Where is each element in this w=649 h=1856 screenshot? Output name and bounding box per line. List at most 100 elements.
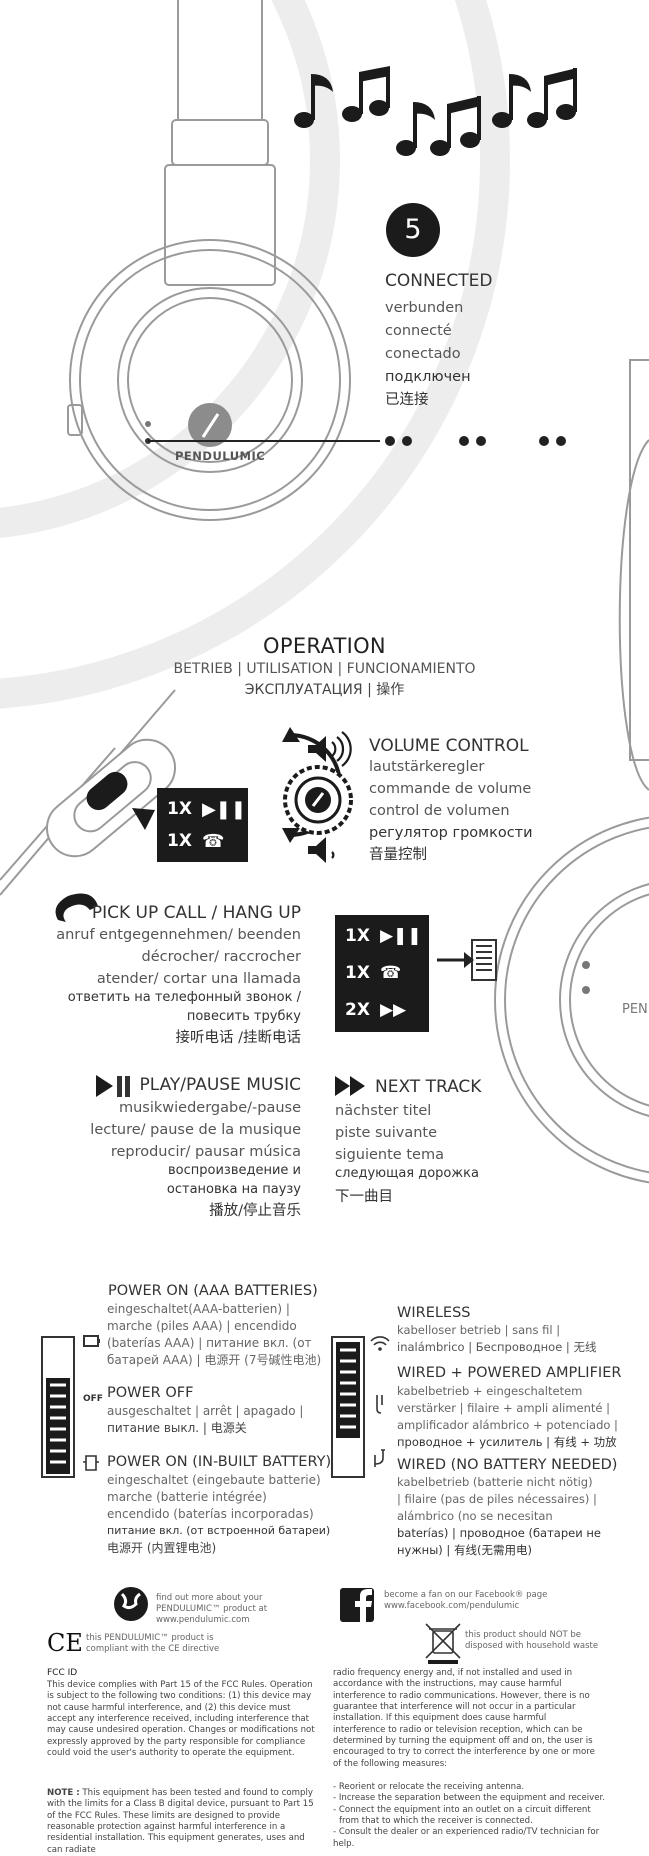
music-notes-icon <box>294 66 577 156</box>
off-label: OFF <box>83 1394 103 1404</box>
power-on-builtin-line-2: marche (batterie intégrée) <box>107 1490 267 1504</box>
next-translation-zh: 下一曲目 <box>335 1189 393 1205</box>
volume-translation-de: lautstärkeregler <box>369 759 485 775</box>
pickup-title: PICK UP CALL / HANG UP <box>91 903 301 923</box>
step-translation-ru: подключен <box>385 369 471 385</box>
power-on-aaa-line-1: eingeschaltet(AAA-batterien) | <box>107 1302 290 1316</box>
fcc-measure-4: from that to which the receiver is conne… <box>339 1816 533 1827</box>
play-title: PLAY/PAUSE MUSIC <box>139 1075 302 1095</box>
fcc-right-paragraph: radio frequency energy and, if not insta… <box>333 1668 595 1769</box>
website-text: find out more about your PENDULUMIC™ pro… <box>156 1593 268 1626</box>
wired-nobattery-line-5: нужны) | 有线(无需用电) <box>397 1543 532 1557</box>
volume-translation-es: control de volumen <box>369 803 510 819</box>
power-off-line-2: питание выкл. | 电源关 <box>107 1421 247 1435</box>
step-translation-fr: connecté <box>385 323 452 339</box>
button-row2-count: 1X <box>345 963 370 983</box>
step-title: CONNECTED <box>385 271 493 291</box>
wifi-icon <box>370 1336 390 1346</box>
play-translation-6: 播放/停止音乐 <box>209 1203 301 1219</box>
power-on-builtin-line-1: eingeschaltet (eingebaute batterie) <box>107 1473 321 1487</box>
next-title: NEXT TRACK <box>375 1077 482 1097</box>
handset-icon <box>55 893 98 922</box>
power-on-builtin-line-5: 电源开 (内置锂电池) <box>107 1541 217 1555</box>
fcc-measure-2: - Increase the separation between the eq… <box>333 1793 605 1804</box>
wired-amp-line-3: amplificador alámbrico + potenciado | <box>397 1418 618 1432</box>
globe-icon <box>114 1587 148 1621</box>
power-on-builtin-line-4: питание вкл. (от встроенной батареи) <box>107 1524 331 1537</box>
power-on-aaa-title: POWER ON (AAA BATTERIES) <box>108 1283 318 1299</box>
wired-nobattery-line-3: alámbrico (no se necesitan <box>397 1509 553 1523</box>
wired-amp-line-4: проводное + усилитель | 有线 + 功放 <box>397 1435 617 1449</box>
wired-nobattery-title: WIRED (NO BATTERY NEEDED) <box>397 1457 618 1473</box>
pickup-translation-1: anruf entgegennehmen/ beenden <box>56 927 301 943</box>
fcc-note-label: NOTE : <box>47 1788 80 1798</box>
brand-logo-text-partial: PEN <box>622 1002 648 1017</box>
pickup-translation-3: atender/ cortar una llamada <box>96 971 301 987</box>
fcc-paragraph-1: This device complies with Part 15 of the… <box>47 1680 315 1759</box>
fcc-measure-3: - Connect the equipment into an outlet o… <box>333 1804 591 1815</box>
step-translation-de: verbunden <box>385 300 464 316</box>
fast-forward-icon: ▶▶ <box>379 1000 407 1020</box>
operation-title: OPERATION <box>263 634 386 658</box>
play-translation-3: reproducir/ pausar música <box>110 1144 301 1160</box>
button-action-box: 1X ▶❚❚ 1X ☎ 2X ▶▶ <box>335 915 429 1032</box>
facebook-text: become a fan on our Facebook® page www.f… <box>384 1590 548 1612</box>
power-on-builtin-title: POWER ON (IN-BUILT BATTERY) <box>107 1454 332 1470</box>
volume-title: VOLUME CONTROL <box>369 736 529 756</box>
remote-row2-count: 1X <box>167 831 192 851</box>
fcc-note: NOTE : This equipment has been tested an… <box>47 1788 315 1856</box>
waste-text: this product should NOT be disposed with… <box>465 1630 599 1652</box>
remote-action-box: 1X ▶❚❚ 1X ☎ <box>157 788 248 862</box>
fcc-note-text: This equipment has been tested and found… <box>47 1788 314 1855</box>
step-translation-zh: 已连接 <box>385 392 429 408</box>
handset-icon: ☎ <box>201 830 225 852</box>
play-translation-1: musikwiedergabe/-pause <box>118 1100 301 1116</box>
button-row1-count: 1X <box>345 926 370 946</box>
play-pause-icon: ▶❚❚ <box>201 798 246 820</box>
play-translation-5: остановка на паузу <box>166 1182 301 1197</box>
wireless-title: WIRELESS <box>397 1305 471 1321</box>
fcc-measure-1: - Reorient or relocate the receiving ant… <box>333 1782 525 1792</box>
waste-bin-icon <box>425 1623 461 1659</box>
remote-row1-count: 1X <box>167 799 192 819</box>
ce-mark: CE <box>47 1629 83 1657</box>
fcc-measures: - Reorient or relocate the receiving ant… <box>333 1782 618 1850</box>
power-on-builtin-line-3: encendido (baterías incorporadas) <box>107 1507 314 1521</box>
wired-amp-line-2: verstärker | filaire + ampli alimenté | <box>397 1401 611 1415</box>
step-number: 5 <box>404 214 422 245</box>
volume-translation-zh: 音量控制 <box>369 847 427 863</box>
pickup-translation-6: 接听电话 /挂断电话 <box>175 1030 302 1046</box>
wireless-line-1: kabelloser betrieb | sans fil | <box>397 1323 561 1337</box>
power-off-line-1: ausgeschaltet | arrêt | apagado | <box>107 1404 304 1418</box>
pickup-translation-2: décrocher/ raccrocher <box>141 949 302 965</box>
fcc-title: FCC ID <box>47 1668 78 1678</box>
wireless-line-2: inalámbrico | Беспроводное | 无线 <box>397 1340 597 1354</box>
power-on-aaa-line-4: батарей AAA) | 电源开 (7号碱性电池) <box>107 1353 322 1367</box>
handset-icon: ☎ <box>379 963 402 983</box>
fcc-measure-5: - Consult the dealer or an experienced r… <box>333 1827 600 1849</box>
next-translation-fr: piste suivante <box>335 1125 438 1141</box>
play-translation-4: воспроизведение и <box>167 1163 301 1178</box>
next-translation-de: nächster titel <box>335 1103 432 1119</box>
power-on-aaa-line-3: (baterías AAA) | питание вкл. (от <box>107 1336 312 1350</box>
button-row3-count: 2X <box>345 1000 370 1020</box>
brand-logo-text: PENDULUMIC <box>175 449 266 463</box>
power-on-aaa-line-2: marche (piles AAA) | encendido <box>107 1319 297 1333</box>
wired-nobattery-line-4: baterías) | проводное (батареи не <box>397 1526 601 1540</box>
wired-amp-title: WIRED + POWERED AMPLIFIER <box>397 1365 622 1381</box>
volume-translation-ru: регулятор громкости <box>369 825 533 841</box>
pickup-translation-4: ответить на телефонный звонок / <box>67 990 301 1005</box>
ce-text: this PENDULUMIC™ product is compliant wi… <box>86 1633 220 1655</box>
wired-amp-line-1: kabelbetrieb + eingeschaltetem <box>397 1384 583 1398</box>
operation-subtitle-2: ЭКСПЛУАТАЦИЯ | 操作 <box>244 682 405 698</box>
next-translation-es: siguiente tema <box>335 1147 444 1163</box>
next-translation-ru: следующая дорожка <box>335 1166 479 1181</box>
wired-nobattery-line-1: kabelbetrieb (batterie nicht nötig) <box>397 1475 593 1489</box>
wired-nobattery-line-2: | filaire (pas de piles nécessaires) | <box>397 1492 597 1506</box>
pickup-translation-5: повесить трубку <box>186 1009 301 1024</box>
play-pause-icon: ▶❚❚ <box>379 926 422 946</box>
operation-subtitle-1: BETRIEB | UTILISATION | FUNCIONAMIENTO <box>173 661 476 677</box>
play-translation-2: lecture/ pause de la musique <box>90 1122 301 1138</box>
power-off-title: POWER OFF <box>107 1385 194 1401</box>
